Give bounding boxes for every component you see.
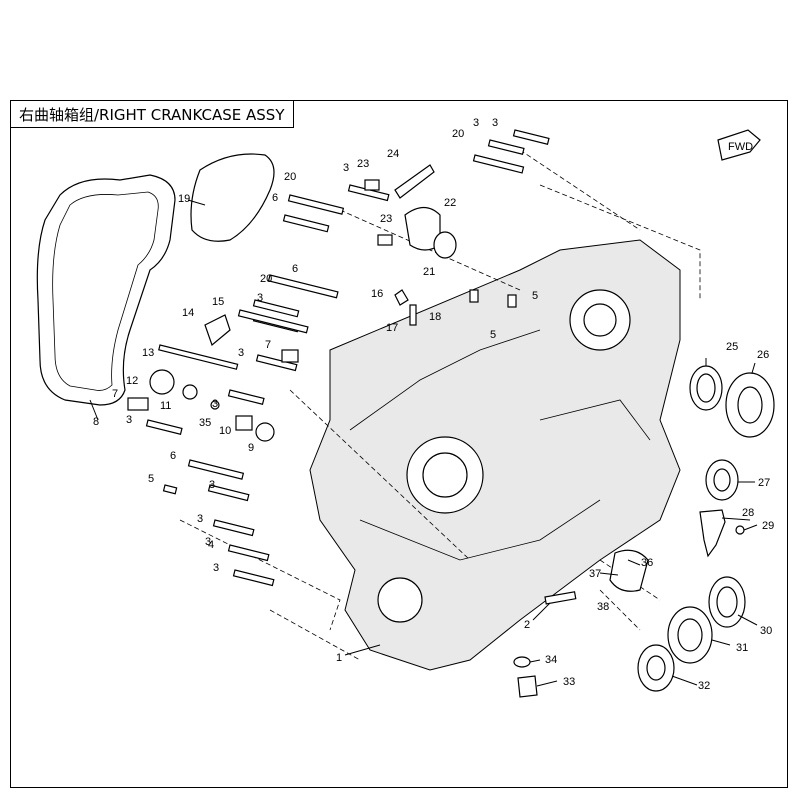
callout-17: 17 — [386, 322, 398, 334]
callout-33: 33 — [563, 676, 575, 688]
callout-20-a: 20 — [452, 128, 464, 140]
callout-31: 31 — [736, 642, 748, 654]
callout-3-a: 3 — [473, 117, 479, 129]
callout-25: 25 — [726, 341, 738, 353]
callout-8: 8 — [93, 416, 99, 428]
diagram-frame — [10, 100, 788, 788]
bolts-top — [282, 129, 550, 308]
callout-3-h: 3 — [197, 513, 203, 525]
callout-5-c: 5 — [148, 473, 154, 485]
callout-36: 36 — [641, 557, 653, 569]
callout-24: 24 — [387, 148, 399, 160]
callout-5-a: 5 — [532, 290, 538, 302]
callout-19: 19 — [178, 193, 190, 205]
callout-5-b: 5 — [490, 329, 496, 341]
callout-3-c: 3 — [257, 292, 263, 304]
callout-3-e: 3 — [212, 398, 218, 410]
callout-3-d: 3 — [238, 347, 244, 359]
callout-22: 22 — [444, 197, 456, 209]
callout-2: 2 — [524, 619, 530, 631]
diagram-title: 右曲轴箱组/RIGHT CRANKCASE ASSY — [10, 100, 294, 128]
callout-23-a: 23 — [357, 158, 369, 170]
callout-13: 13 — [142, 347, 154, 359]
callout-18: 18 — [429, 311, 441, 323]
right-crankcase-body — [309, 239, 681, 671]
callout-1: 1 — [336, 652, 342, 664]
callout-28: 28 — [742, 507, 754, 519]
callout-3-f: 3 — [126, 414, 132, 426]
callout-6-c: 6 — [170, 450, 176, 462]
callout-32: 32 — [698, 680, 710, 692]
callout-7-a: 7 — [265, 339, 271, 351]
callout-6-b: 6 — [272, 192, 278, 204]
callout-38: 38 — [597, 601, 609, 613]
callout-6-a: 6 — [292, 263, 298, 275]
leader-lines — [89, 199, 758, 687]
callout-35: 35 — [199, 417, 211, 429]
callout-3-b: 3 — [343, 162, 349, 174]
callout-15: 15 — [212, 296, 224, 308]
callout-26: 26 — [757, 349, 769, 361]
callout-23-b: 23 — [380, 213, 392, 225]
callout-14: 14 — [182, 307, 194, 319]
callout-27: 27 — [758, 477, 770, 489]
callout-30: 30 — [760, 625, 772, 637]
callout-3-g: 3 — [209, 479, 215, 491]
callout-3-j: 3 — [492, 117, 498, 129]
callout-12: 12 — [126, 375, 138, 387]
callout-labels: 1 2 3 3 3 3 3 3 3 3 3 3 3 4 5 5 5 6 6 6 … — [93, 117, 774, 692]
callout-9: 9 — [248, 442, 254, 454]
callout-20-b: 20 — [284, 171, 296, 183]
callout-34: 34 — [545, 654, 557, 666]
bolts-left — [127, 274, 417, 587]
crankcase-gasket — [36, 174, 176, 406]
bearings-seals — [513, 365, 775, 698]
callout-7-b: 7 — [112, 388, 118, 400]
callout-37: 37 — [589, 568, 601, 580]
fwd-label: FWD — [728, 141, 753, 153]
callout-11: 11 — [160, 400, 171, 412]
callout-10: 10 — [219, 425, 231, 437]
callout-4: 4 — [208, 539, 214, 551]
callout-29: 29 — [762, 520, 774, 532]
callout-3-k: 3 — [205, 536, 211, 548]
callout-3-i: 3 — [213, 562, 219, 574]
fwd-arrow-icon: FWD — [717, 129, 761, 161]
cover-gasket — [190, 153, 275, 242]
callout-21: 21 — [423, 266, 435, 278]
callout-16: 16 — [371, 288, 383, 300]
callout-20-c: 20 — [260, 273, 272, 285]
